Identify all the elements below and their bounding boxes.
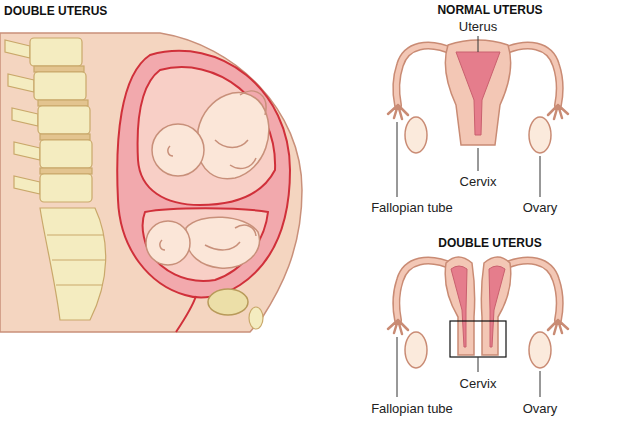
view-heading: DOUBLE UTERUS (438, 236, 541, 250)
normal-uterus-diagram (502, 46, 568, 153)
spine (40, 168, 92, 174)
double-uterus-section (176, 296, 196, 332)
part-label: Uterus (459, 19, 497, 34)
spine (14, 142, 40, 160)
fetus (240, 91, 266, 115)
spine (14, 176, 40, 194)
spine (30, 38, 82, 66)
spine (38, 106, 90, 134)
fetus (205, 242, 240, 250)
spine (40, 134, 90, 140)
spine (47, 235, 106, 285)
spine (40, 208, 106, 320)
normal-uterus-diagram (388, 40, 568, 153)
part-label: Ovary (523, 200, 558, 215)
spine (40, 140, 92, 168)
bladder (208, 289, 248, 315)
fetus (168, 146, 173, 156)
fetus (230, 158, 256, 169)
spine (34, 66, 84, 72)
normal-uterus-diagram (445, 40, 510, 145)
part-label: Cervix (460, 174, 497, 189)
double-uterus-section (143, 208, 268, 281)
spine (5, 40, 30, 58)
fetus (215, 140, 248, 148)
double-uterus-diagram (502, 261, 568, 368)
pubic-bone (249, 307, 263, 329)
fetus (146, 91, 269, 268)
spine (34, 72, 86, 100)
view-heading: NORMAL UTERUS (437, 3, 542, 17)
part-label: Fallopian tube (371, 401, 453, 416)
spine (40, 174, 92, 202)
cervix-bracket (450, 321, 506, 357)
spine (38, 100, 88, 106)
leader-line (540, 156, 541, 197)
double-uterus-section (117, 51, 290, 332)
fetus (198, 93, 269, 179)
fetus (152, 124, 204, 176)
leader-line (397, 122, 398, 197)
leader-line (397, 36, 540, 397)
leader-line (478, 357, 479, 372)
pubic-bone (249, 307, 263, 329)
leader-line (478, 148, 479, 171)
bladder (208, 289, 248, 315)
torso-section (0, 33, 302, 332)
spine (12, 108, 38, 126)
part-label: Fallopian tube (371, 200, 453, 215)
spine (5, 38, 106, 320)
double-uterus-section (138, 67, 276, 205)
leader-line (397, 337, 398, 397)
fetus (146, 221, 190, 265)
double-uterus-diagram (388, 261, 454, 368)
torso-section (0, 33, 302, 332)
figure-title: DOUBLE UTERUS (4, 4, 107, 18)
part-label: Ovary (523, 401, 558, 416)
leader-line (540, 371, 541, 397)
fetus (160, 240, 165, 250)
fetus (186, 217, 259, 268)
fetus (235, 225, 256, 236)
leader-line (478, 36, 479, 52)
double-uterus-diagram (388, 257, 568, 368)
double-uterus-section (117, 51, 290, 298)
part-label: Cervix (460, 376, 497, 391)
spine (8, 74, 34, 92)
normal-uterus-diagram (388, 46, 454, 153)
